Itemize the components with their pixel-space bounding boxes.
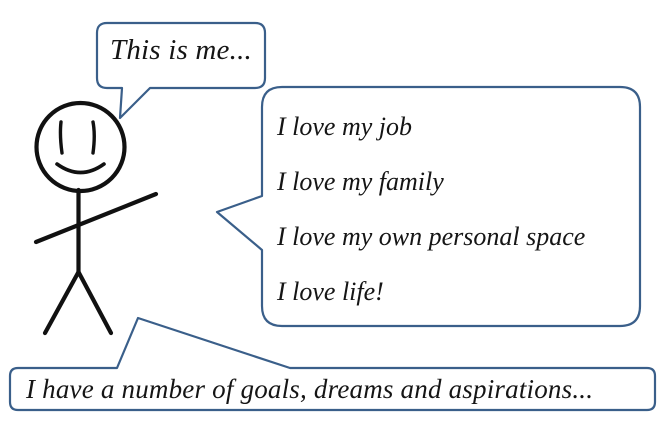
main-bubble-line: I love my family	[277, 167, 444, 196]
bottom-bubble-text: I have a number of goals, dreams and asp…	[26, 374, 594, 404]
main-bubble-outline	[215, 85, 642, 328]
main-speech-bubble-shape[interactable]	[215, 85, 642, 328]
figure-smile-icon	[55, 162, 106, 175]
bottom-bubble-outline	[8, 316, 657, 412]
figure-head-icon	[34, 100, 127, 194]
figure-arms	[33, 191, 159, 245]
figure-eye-right-icon	[91, 120, 96, 155]
main-bubble-text-block: I love my job I love my family I love my…	[277, 108, 637, 328]
small-bubble-outline	[95, 21, 267, 120]
figure-leg-left	[42, 269, 81, 336]
figure-eye-left-icon	[58, 120, 64, 155]
stick-figure[interactable]	[33, 100, 159, 336]
small-speech-bubble-shape[interactable]	[95, 21, 267, 120]
figure-leg-right	[76, 269, 114, 336]
main-bubble-line: I love my job	[277, 112, 413, 141]
small-bubble-text: This is me...	[110, 34, 252, 66]
main-bubble-line: I love life!	[277, 277, 384, 306]
bottom-speech-bubble-shape[interactable]	[8, 316, 657, 412]
main-bubble-line: I love my own personal space	[277, 222, 586, 251]
